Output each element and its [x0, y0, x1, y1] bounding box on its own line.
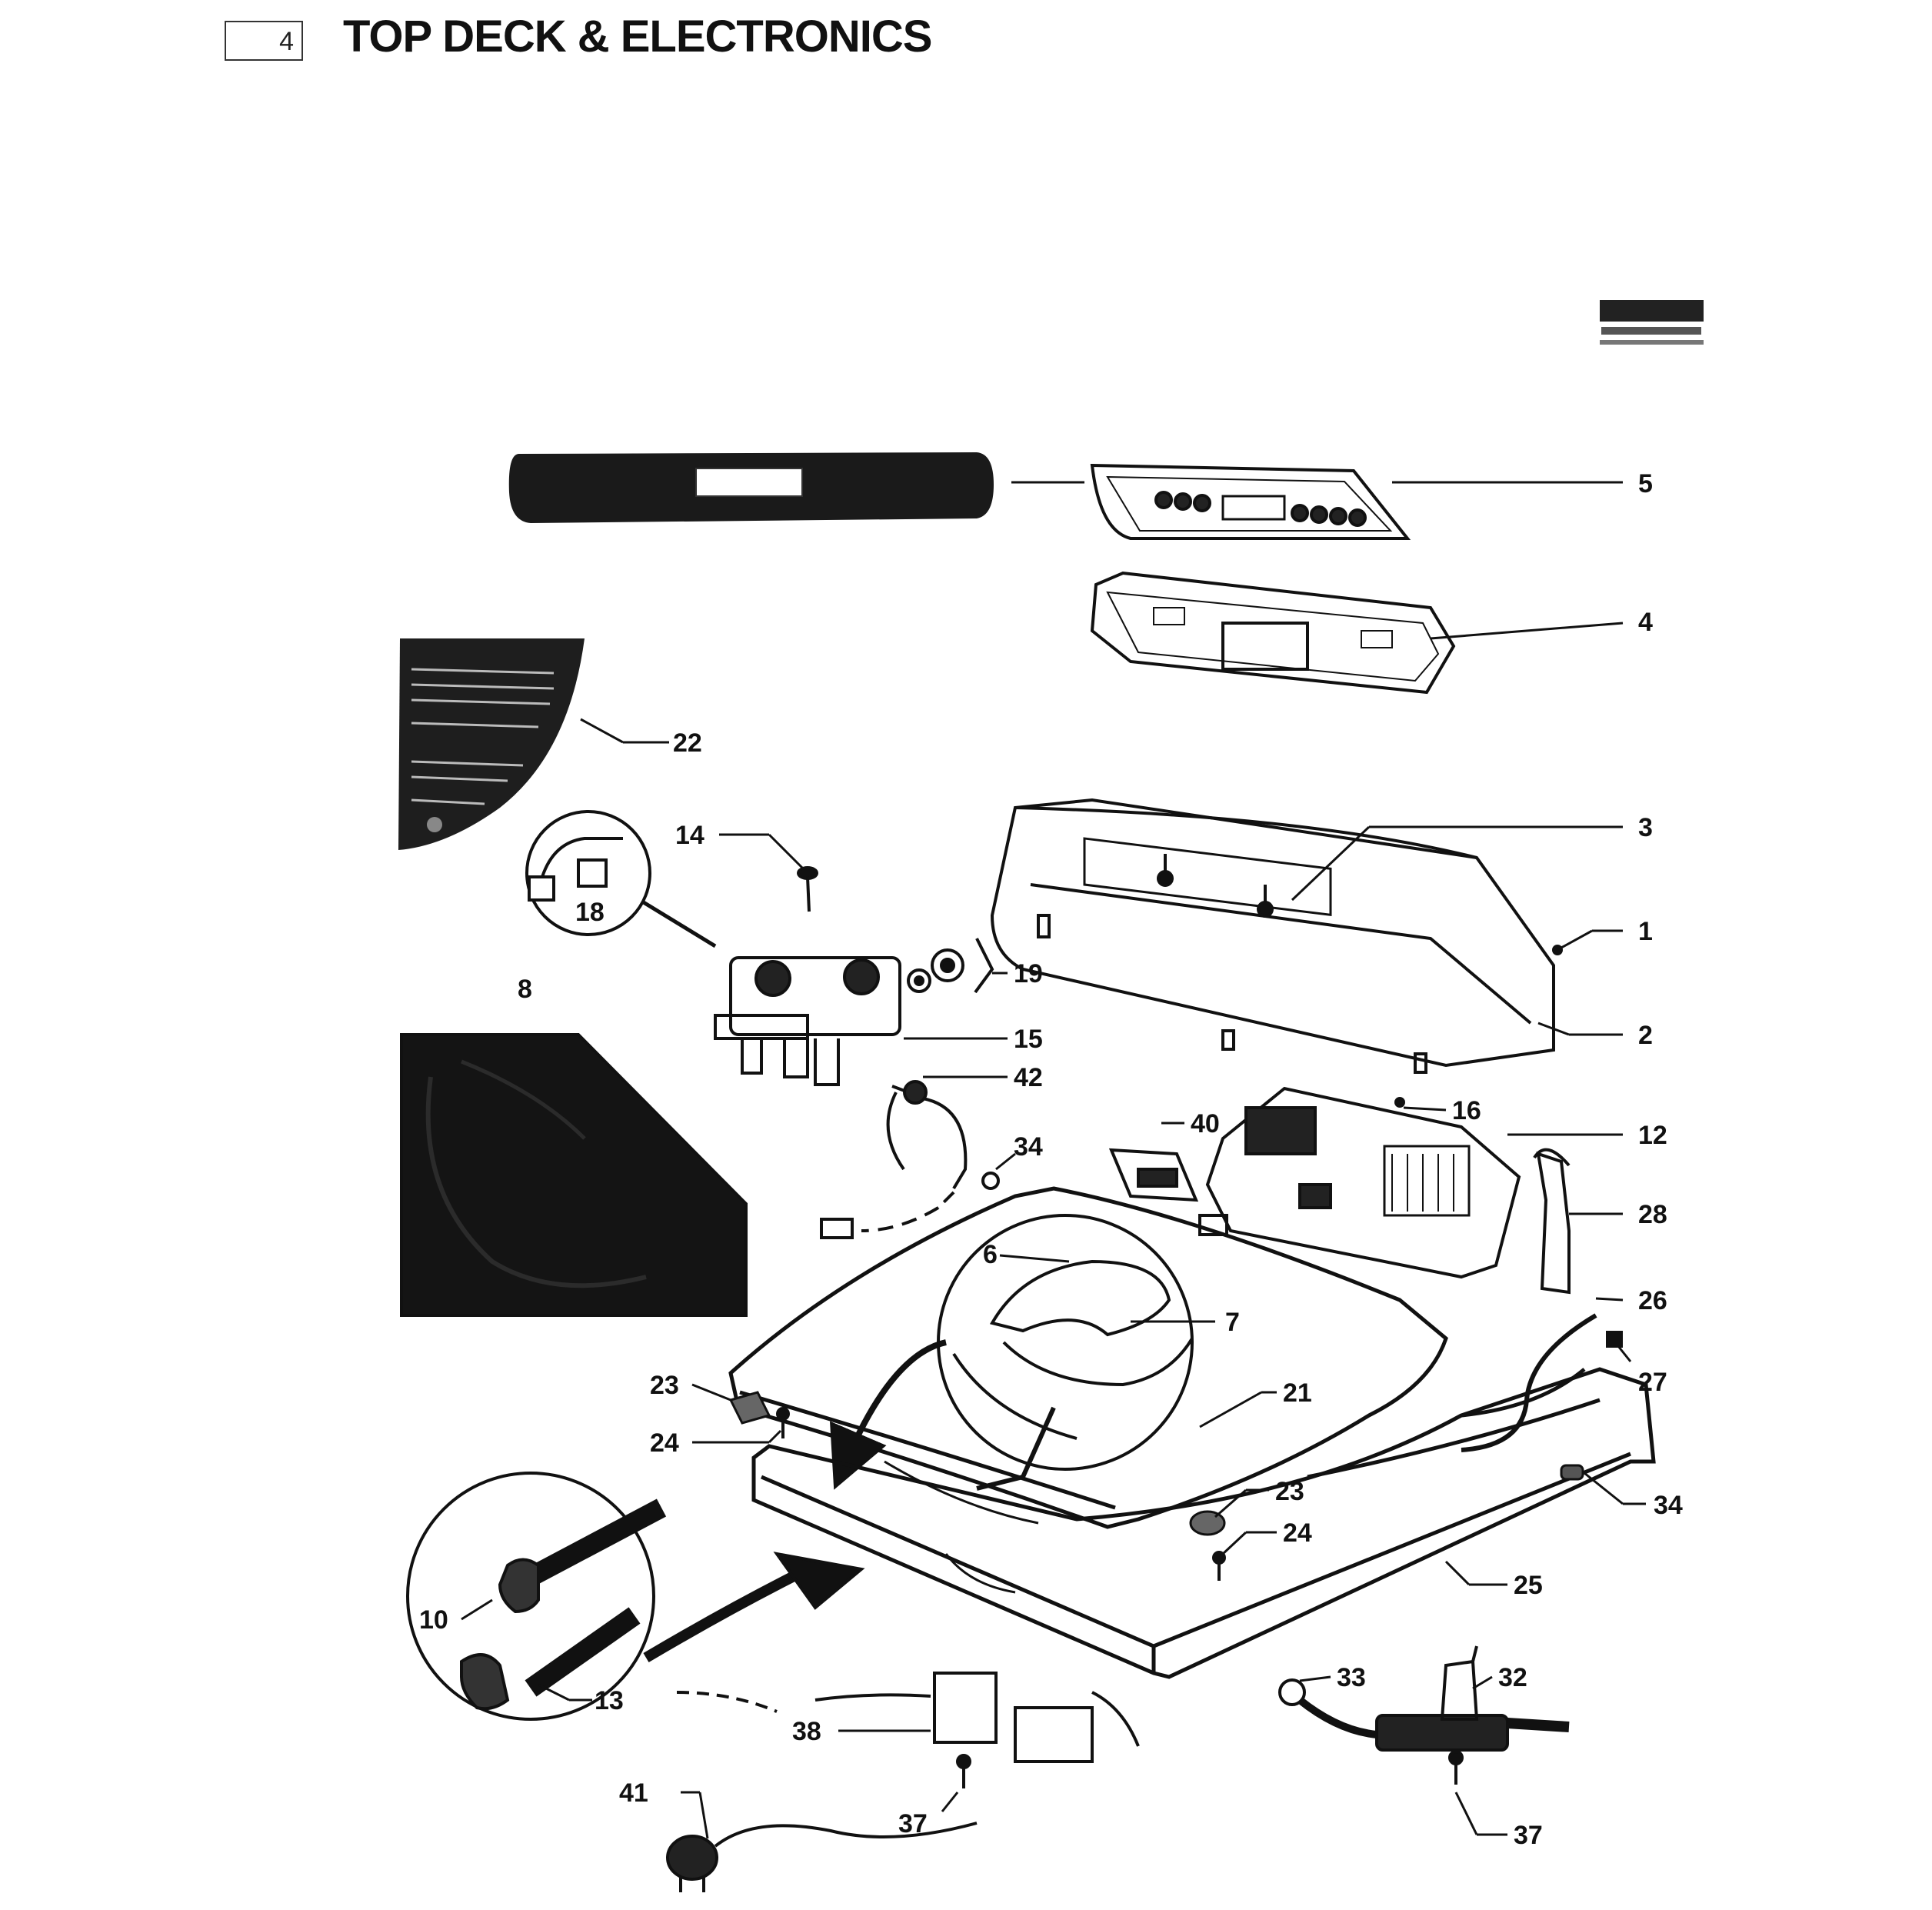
control-board-housing: [1090, 571, 1456, 695]
lid-switch: [676, 1672, 1140, 1763]
callout-41: 41: [619, 1778, 648, 1808]
callout-labels: 5 4 22 3 14 18 1 19 8 15 2 42 16 40 12 3…: [419, 469, 1683, 1850]
clip-34-right: [1560, 1464, 1584, 1481]
callout-27: 27: [1638, 1368, 1667, 1397]
top-deck: [751, 1367, 1656, 1679]
clip-27: [1606, 1331, 1623, 1348]
hose-26: [1461, 1313, 1597, 1452]
callout-15: 15: [1014, 1025, 1043, 1054]
screw-1: [1552, 945, 1563, 955]
callout-13: 13: [595, 1686, 624, 1715]
screw-24-left: [776, 1407, 790, 1438]
bracket-28: [1533, 1148, 1571, 1295]
sensor-harness: [820, 1080, 968, 1239]
bracket-40: [1108, 1148, 1199, 1202]
callout-22: 22: [673, 728, 702, 758]
callout-4: 4: [1638, 608, 1653, 637]
callout-28: 28: [1638, 1200, 1667, 1229]
callout-24-left: 24: [650, 1428, 679, 1458]
callout-12: 12: [1638, 1121, 1667, 1150]
callout-19: 19: [1014, 959, 1043, 988]
callout-8: 8: [518, 975, 532, 1004]
callout-1: 1: [1638, 917, 1653, 946]
clip-34-top: [981, 1172, 1000, 1190]
callout-14: 14: [675, 821, 705, 850]
brand-badge: [1600, 300, 1704, 345]
console-back: [990, 798, 1555, 1074]
callout-33: 33: [1337, 1663, 1366, 1692]
main-control-board: [1198, 1086, 1521, 1279]
page-title: TOP DECK & ELECTRONICS: [343, 12, 932, 62]
screw-16: [1394, 1097, 1405, 1108]
callout-10: 10: [419, 1605, 448, 1635]
callout-3: 3: [1638, 813, 1653, 842]
pressure-hose-assembly: [1278, 1645, 1570, 1752]
callout-7: 7: [1225, 1308, 1240, 1337]
warning-label: [398, 638, 585, 850]
callout-2: 2: [1638, 1021, 1653, 1050]
wiring-detail-circle: [525, 810, 717, 948]
leader-lines: [461, 481, 1646, 1839]
section-number: 4: [279, 27, 294, 56]
callout-6: 6: [983, 1240, 998, 1269]
callout-32: 32: [1498, 1663, 1527, 1692]
callout-16: 16: [1452, 1096, 1481, 1125]
callout-37-left: 37: [898, 1809, 928, 1838]
callout-24-right: 24: [1283, 1518, 1312, 1548]
callout-34-top: 34: [1014, 1132, 1043, 1162]
callout-21: 21: [1283, 1378, 1312, 1408]
callout-38: 38: [792, 1717, 821, 1746]
water-valve: [714, 956, 901, 1086]
screw-14: [797, 866, 818, 912]
callout-23-left: 23: [650, 1371, 679, 1400]
callout-25: 25: [1514, 1571, 1543, 1600]
power-cord: [666, 1822, 978, 1892]
bumper-23-left: [728, 1391, 771, 1425]
lid: [728, 1186, 1448, 1529]
bumper-23-right: [1189, 1510, 1226, 1536]
hose-elbow-detail-circle: [406, 1472, 865, 1721]
callout-5: 5: [1638, 469, 1653, 498]
section-number-box: 4: [225, 21, 303, 61]
nuts-19: [907, 938, 994, 994]
callout-23-right: 23: [1275, 1477, 1304, 1506]
callout-40: 40: [1191, 1109, 1220, 1138]
overlay-strip: [508, 452, 1084, 523]
screw-24-right: [1212, 1551, 1226, 1581]
acoustic-mat: [400, 1033, 748, 1317]
callout-34-right: 34: [1654, 1491, 1683, 1520]
console-faceplate: [1090, 463, 1411, 540]
callout-18: 18: [575, 898, 605, 927]
screw-37-left: [956, 1754, 971, 1788]
callout-42: 42: [1014, 1063, 1043, 1092]
lid-detail-circle: [830, 1214, 1194, 1491]
screw-37-right: [1448, 1750, 1464, 1785]
callout-37-right: 37: [1514, 1821, 1543, 1850]
callout-26: 26: [1638, 1286, 1667, 1315]
